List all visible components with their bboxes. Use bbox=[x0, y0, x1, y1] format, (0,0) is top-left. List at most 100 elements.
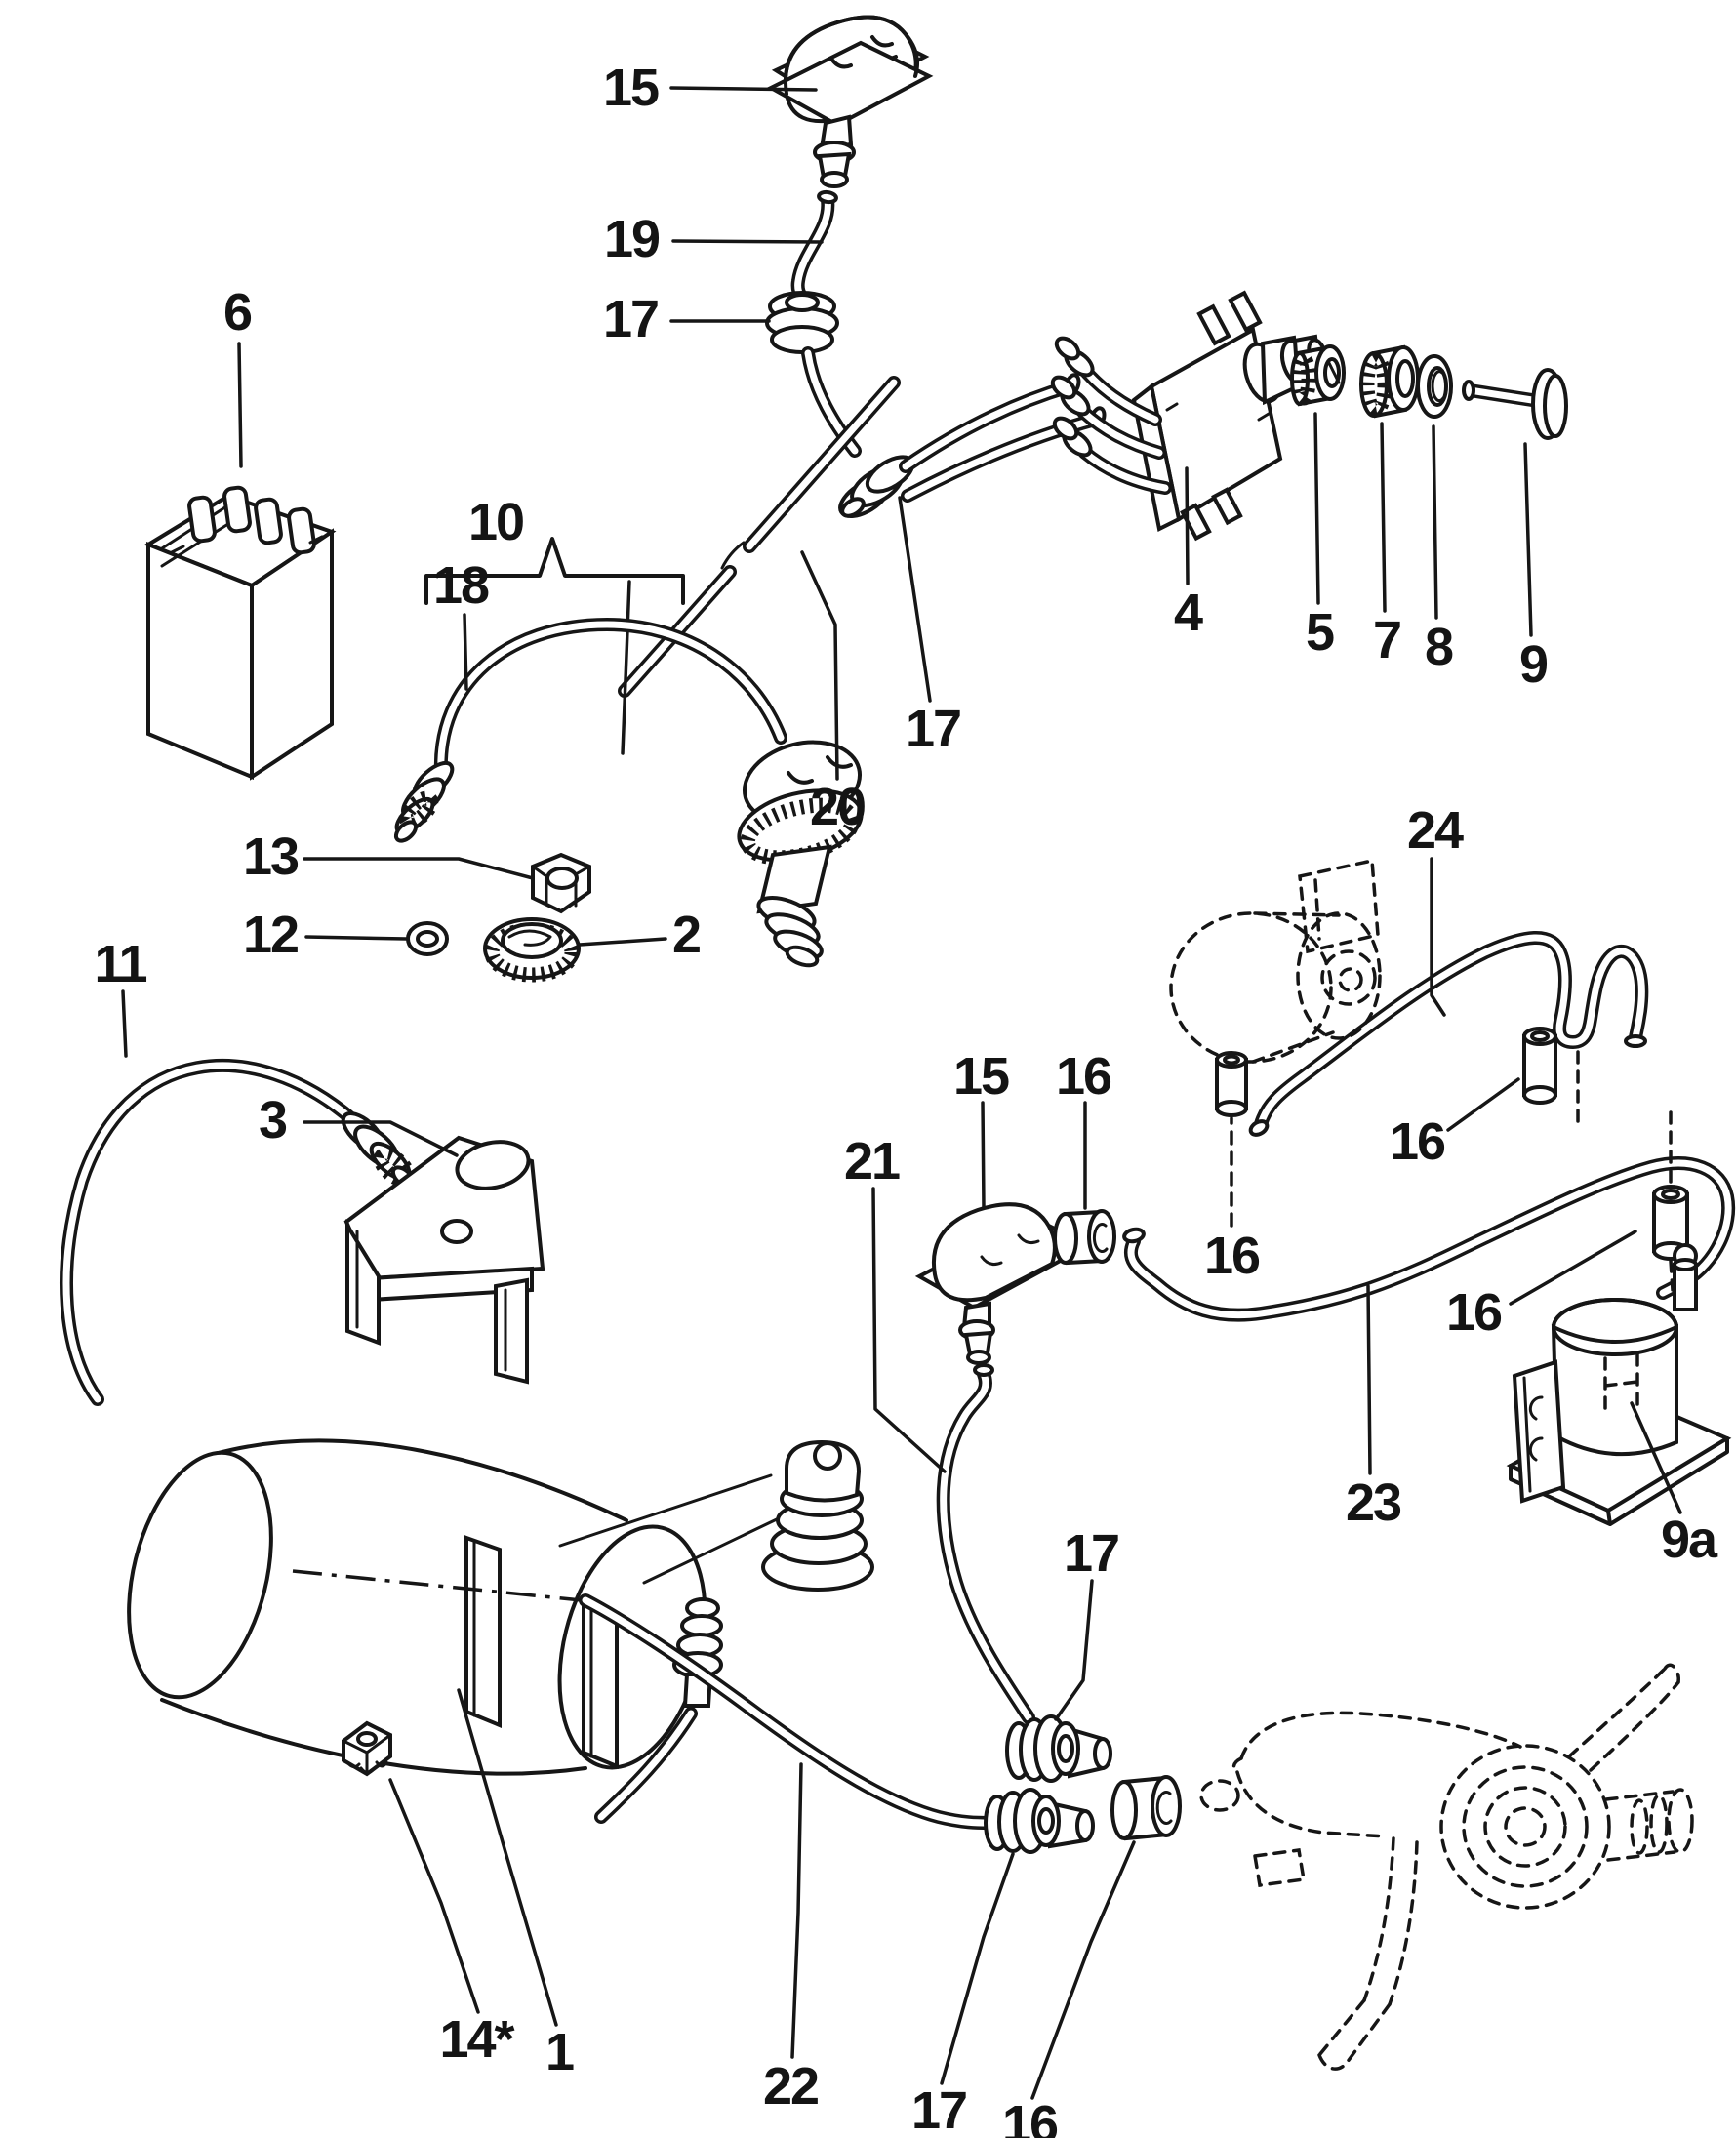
part-callout-19-1[interactable]: 19 bbox=[603, 210, 661, 268]
leader-line-11-11 bbox=[121, 989, 128, 1058]
wiper-switch-4-icon bbox=[1050, 290, 1328, 542]
leader-line-16-19 bbox=[1446, 1077, 1520, 1132]
hose-21 bbox=[936, 1363, 1035, 1724]
part-callout-16-19[interactable]: 16 bbox=[1389, 1112, 1446, 1171]
part-callout-3-12[interactable]: 3 bbox=[258, 1091, 288, 1150]
leader-line-12-9 bbox=[304, 935, 408, 941]
part-callout-17-27[interactable]: 17 bbox=[1063, 1524, 1120, 1583]
knob-7-icon bbox=[1359, 344, 1420, 419]
part-callout-18-5[interactable]: 18 bbox=[432, 556, 490, 615]
pin-9-icon bbox=[1462, 368, 1568, 440]
leader-line-20-6 bbox=[800, 550, 839, 781]
part-callout-15-24[interactable]: 15 bbox=[952, 1047, 1010, 1106]
hose-22 bbox=[579, 1593, 996, 1830]
washer-nozzle-center-icon bbox=[914, 1202, 1094, 1365]
grommet-17-upper-icon bbox=[1005, 1714, 1112, 1783]
leader-line-16-32 bbox=[1030, 1840, 1136, 2100]
leader-line-16-20 bbox=[1509, 1230, 1637, 1306]
part-callout-9-17[interactable]: 9 bbox=[1518, 635, 1549, 694]
part-callout-4-13[interactable]: 4 bbox=[1173, 584, 1203, 642]
part-callout-15-0[interactable]: 15 bbox=[602, 59, 660, 117]
part-callout-7-15[interactable]: 7 bbox=[1372, 611, 1402, 669]
relay-box-icon bbox=[143, 485, 337, 781]
washer-pump-10-icon bbox=[737, 740, 864, 968]
leader-10-right bbox=[621, 580, 631, 755]
bushing-16-right-lower-icon bbox=[1652, 1110, 1689, 1292]
leader-line-19-1 bbox=[671, 239, 824, 244]
part-callout-17-7[interactable]: 17 bbox=[905, 700, 962, 758]
washer-12-icon bbox=[406, 921, 449, 956]
hose-23 bbox=[1122, 1156, 1736, 1322]
bushing-16-center-icon bbox=[1053, 1209, 1116, 1266]
leader-line-24-18 bbox=[1430, 857, 1446, 1017]
leader-line-5-14 bbox=[1313, 412, 1320, 605]
hose-18 bbox=[393, 617, 787, 843]
part-callout-11-11[interactable]: 11 bbox=[94, 935, 147, 993]
leader-line-15-24 bbox=[981, 1101, 986, 1210]
leader-line-7-15 bbox=[1380, 422, 1387, 613]
part-callout-13-8[interactable]: 13 bbox=[242, 827, 300, 886]
leader-line-9a-22 bbox=[1630, 1401, 1682, 1514]
ring-nut-2-icon bbox=[483, 917, 581, 983]
washer-pump-9a-icon bbox=[1506, 1243, 1732, 1526]
part-callout-17-31[interactable]: 17 bbox=[910, 2081, 968, 2138]
bushing-16-motor-icon bbox=[1215, 1051, 1248, 1117]
bushing-16-bottom-icon bbox=[1110, 1775, 1182, 1841]
part-callout-6-3[interactable]: 6 bbox=[222, 283, 253, 342]
hose-19 bbox=[790, 189, 838, 309]
leader-line-8-16 bbox=[1432, 424, 1438, 620]
part-callout-10-4[interactable]: 10 bbox=[467, 493, 525, 551]
part-callout-16-25[interactable]: 16 bbox=[1055, 1047, 1112, 1106]
leader-line-3-12 bbox=[303, 1120, 459, 1157]
leader-line-15-0 bbox=[669, 86, 818, 92]
leader-line-17-31 bbox=[940, 1852, 1015, 2085]
part-callout-16-32[interactable]: 16 bbox=[1001, 2095, 1059, 2138]
leader-line-21-23 bbox=[871, 1187, 947, 1473]
part-callout-22-30[interactable]: 22 bbox=[762, 2057, 820, 2116]
supply-cable-11 bbox=[60, 1059, 416, 1406]
part-callout-20-6[interactable]: 20 bbox=[809, 778, 867, 836]
part-callout-14-28[interactable]: 14* bbox=[439, 2010, 514, 2069]
grommet-17-top-icon bbox=[765, 291, 839, 354]
part-callout-2-10[interactable]: 2 bbox=[671, 906, 702, 964]
callout-leaders bbox=[121, 86, 1682, 2100]
leader-line-13-8 bbox=[303, 857, 535, 880]
mounting-bracket-3-icon bbox=[343, 1135, 545, 1385]
leader-line-18-5 bbox=[463, 613, 468, 691]
leader-line-17-7 bbox=[898, 496, 932, 703]
hose-24 bbox=[1248, 931, 1649, 1137]
reservoir-tank-1 bbox=[127, 1438, 781, 1776]
pipe-20 bbox=[618, 376, 901, 698]
part-callout-1-29[interactable]: 1 bbox=[545, 2023, 575, 2081]
wiper-motor-ghost-top-icon bbox=[1169, 858, 1382, 1064]
part-callout-9a-22[interactable]: 9a bbox=[1660, 1511, 1717, 1569]
plug-screw-5-icon bbox=[1290, 344, 1346, 407]
part-callout-24-18[interactable]: 24 bbox=[1406, 801, 1464, 860]
bracket-10 bbox=[424, 537, 685, 605]
hex-nut-13-icon bbox=[531, 852, 591, 914]
square-nut-14-icon bbox=[342, 1720, 392, 1777]
leader-line-22-30 bbox=[790, 1762, 803, 2059]
leader-line-2-10 bbox=[578, 937, 667, 947]
part-callout-12-9[interactable]: 12 bbox=[242, 906, 300, 964]
part-callout-17-2[interactable]: 17 bbox=[602, 290, 660, 348]
part-callout-16-20[interactable]: 16 bbox=[1445, 1283, 1503, 1342]
leader-line-6-3 bbox=[237, 342, 243, 468]
leader-line-1-29 bbox=[457, 1688, 558, 2027]
tank-filler-cap-icon bbox=[761, 1439, 874, 1592]
leader-line-9-17 bbox=[1523, 442, 1533, 637]
grommet-17-lower-icon bbox=[984, 1788, 1095, 1854]
leader-line-17-27 bbox=[1054, 1579, 1094, 1721]
part-callout-5-14[interactable]: 5 bbox=[1305, 603, 1335, 662]
ring-8-icon bbox=[1416, 354, 1453, 419]
part-callout-21-23[interactable]: 21 bbox=[843, 1132, 901, 1190]
part-callout-8-16[interactable]: 8 bbox=[1424, 618, 1454, 676]
wiper-motor-ghost-bottom-icon bbox=[1199, 1663, 1694, 2071]
leader-line-4-13 bbox=[1185, 466, 1190, 585]
part-callout-16-26[interactable]: 16 bbox=[1203, 1227, 1261, 1285]
leader-line-14-28 bbox=[388, 1778, 480, 2014]
part-callout-23-21[interactable]: 23 bbox=[1345, 1473, 1402, 1532]
washer-nozzle-top-icon bbox=[766, 15, 934, 188]
